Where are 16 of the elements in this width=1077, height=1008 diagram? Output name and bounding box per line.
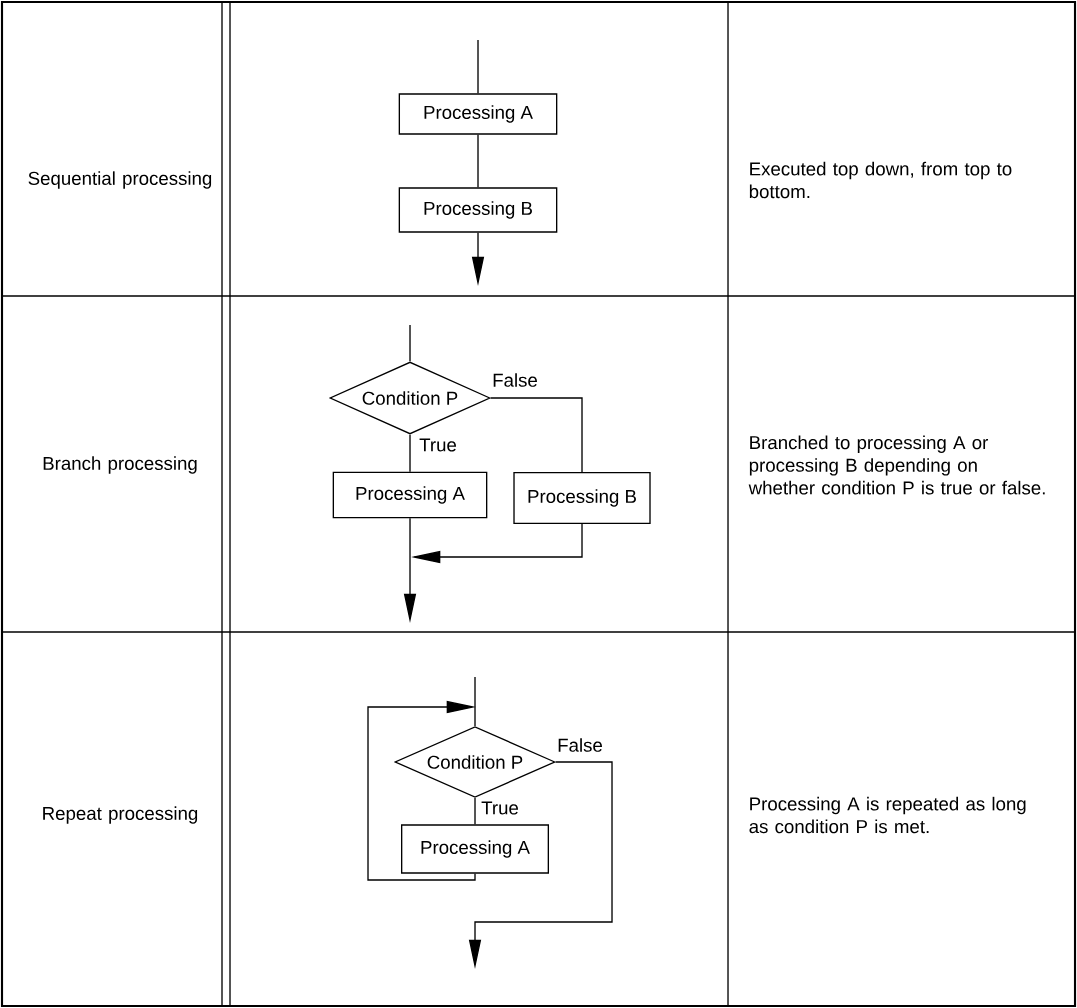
row-heading: Branch processing xyxy=(43,456,197,474)
description-text: Executed top down, from top to bottom. xyxy=(749,161,1012,199)
process-box: Processing A xyxy=(398,93,558,135)
edge-label: False xyxy=(490,371,540,389)
row-heading: Repeat processing xyxy=(43,806,198,824)
row-heading: Sequential processing xyxy=(28,171,212,189)
process-box: Processing A xyxy=(401,824,549,874)
edge-label: False xyxy=(555,736,605,754)
process-box: Processing A xyxy=(332,471,488,519)
process-box: Processing B xyxy=(513,472,651,524)
description-text: Processing A is repeated as long as condition P is met. xyxy=(749,796,1026,834)
edge-label: True xyxy=(417,437,459,453)
process-box: Processing B xyxy=(398,187,558,233)
description-text: Branched to processing A or processing B depending on whether condition P is true or false. xyxy=(748,435,1045,495)
edge-label: True xyxy=(479,800,521,816)
arrow xyxy=(367,700,476,881)
